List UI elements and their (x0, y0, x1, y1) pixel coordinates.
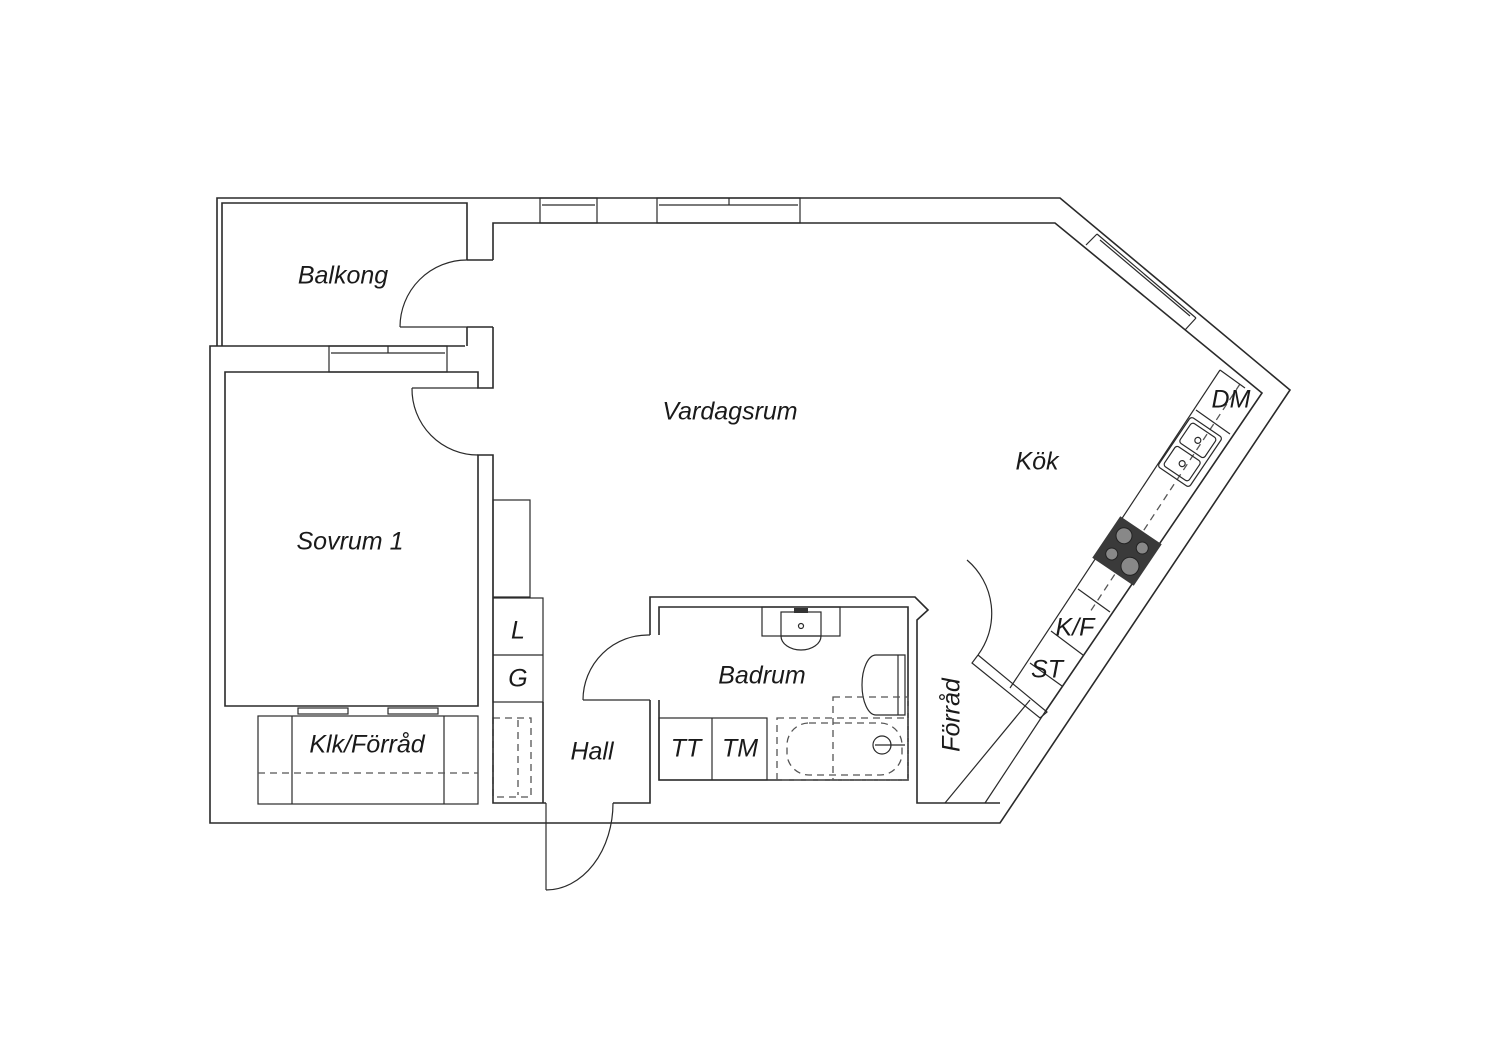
kitchen-counter (1009, 369, 1246, 689)
room-label-forrad: Förråd (938, 677, 966, 752)
fixture-label-tt: TT (671, 735, 703, 763)
room-label-hall: Hall (570, 738, 615, 766)
interior-walls (492, 499, 1048, 804)
room-label-kok: Kök (1015, 448, 1060, 476)
outer-walls (209, 197, 1292, 824)
room-label-sovrum: Sovrum 1 (297, 528, 404, 556)
fixture-label-kf: K/F (1056, 614, 1097, 642)
room-label-klk-forrad: Klk/Förråd (309, 731, 425, 759)
fixture-label-tm: TM (722, 735, 758, 763)
room-label-badrum: Badrum (718, 662, 806, 690)
doors (399, 259, 993, 891)
room-label-vardagsrum: Vardagsrum (662, 398, 797, 426)
closet-klk (257, 707, 479, 805)
stove-icon (1092, 516, 1162, 586)
fixture-label-l: L (511, 617, 525, 645)
sink-icon (1158, 417, 1222, 487)
room-label-balkong: Balkong (298, 262, 388, 290)
bathroom-fixtures (658, 606, 909, 781)
windows (328, 197, 1197, 373)
fixture-label-g: G (508, 665, 527, 693)
fixture-label-st: ST (1031, 656, 1065, 684)
fixture-label-dm: DM (1212, 386, 1251, 414)
